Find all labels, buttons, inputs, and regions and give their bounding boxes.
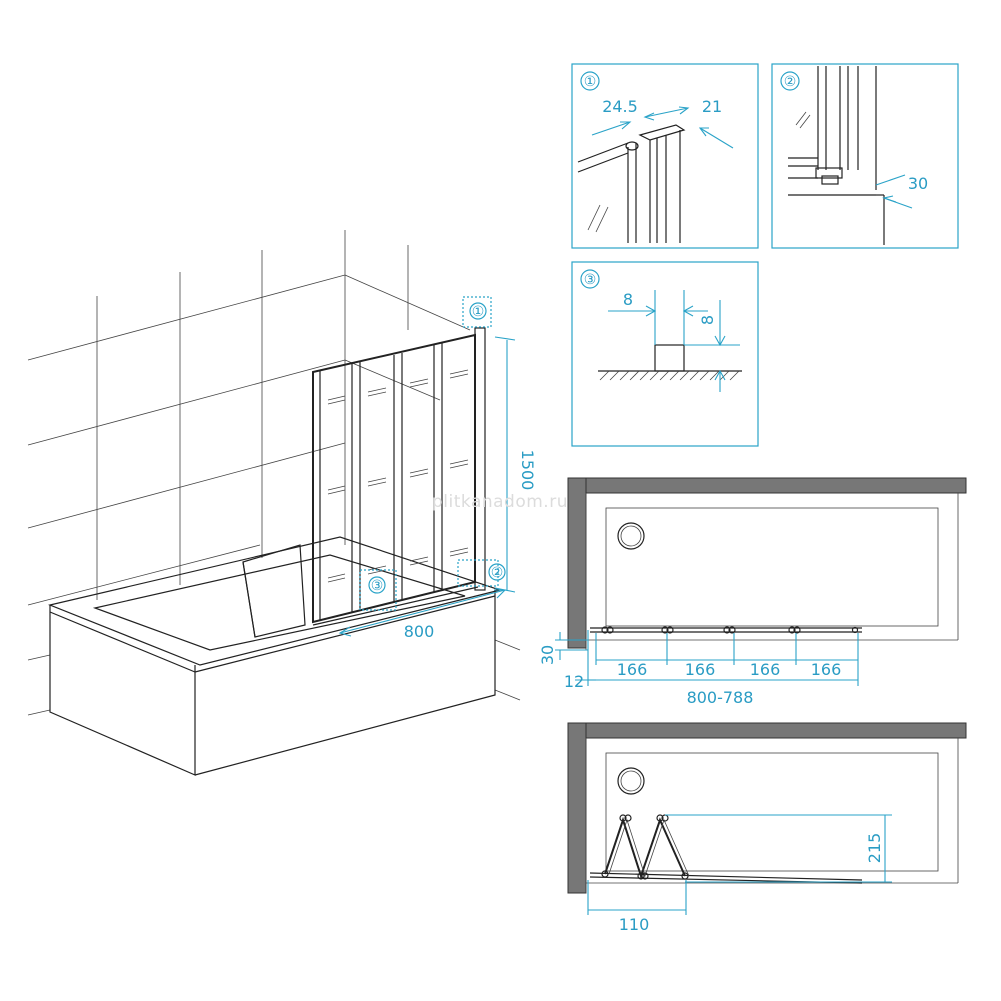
callout-boxes: ① ② ③ — [359, 296, 506, 611]
detail-2-number: ② — [784, 74, 797, 90]
plan-top-seg-3: 166 — [750, 660, 781, 679]
main-dimensions: 1500 800 — [338, 336, 537, 641]
callout-2-label: ② — [491, 565, 504, 581]
plan-top-dim-30: 30 — [538, 645, 557, 665]
callout-1-label: ① — [472, 304, 485, 320]
plan-top-seg-1: 166 — [617, 660, 648, 679]
plan-top-seg-4: 166 — [811, 660, 842, 679]
callout-3-label: ③ — [371, 578, 384, 594]
detail-2-dim: 30 — [908, 174, 928, 193]
plan-bottom-dim-215: 215 — [865, 833, 884, 864]
detail-3-number: ③ — [584, 272, 597, 288]
detail-1-dim-right: 21 — [702, 97, 722, 116]
plan-view-bottom: 215 110 — [567, 722, 967, 934]
detail-1: ① 24.5 21 — [571, 63, 759, 249]
dim-width-label: 800 — [404, 622, 435, 641]
shower-screen — [312, 327, 486, 626]
main-isometric-view: ① ② ③ 1500 800 — [27, 230, 537, 776]
detail-3-dim-h: 8 — [623, 290, 633, 309]
tile-grid — [27, 230, 521, 716]
plan-view-top: 30 12 166 166 166 166 800-788 — [538, 477, 967, 707]
detail-1-dim-left: 24.5 — [602, 97, 638, 116]
detail-2: ② 30 — [771, 63, 959, 249]
detail-3-dim-v: 8 — [698, 315, 717, 325]
plan-top-total: 800-788 — [687, 688, 754, 707]
dim-height-label: 1500 — [518, 450, 537, 491]
watermark: plitkanadom.ru — [432, 492, 568, 512]
plan-top-seg-2: 166 — [685, 660, 716, 679]
bathtub — [48, 536, 503, 776]
plan-top-dim-12: 12 — [564, 672, 584, 691]
detail-1-number: ① — [584, 74, 597, 90]
plan-bottom-dim-110: 110 — [619, 915, 650, 934]
detail-3: ③ — [571, 261, 759, 447]
